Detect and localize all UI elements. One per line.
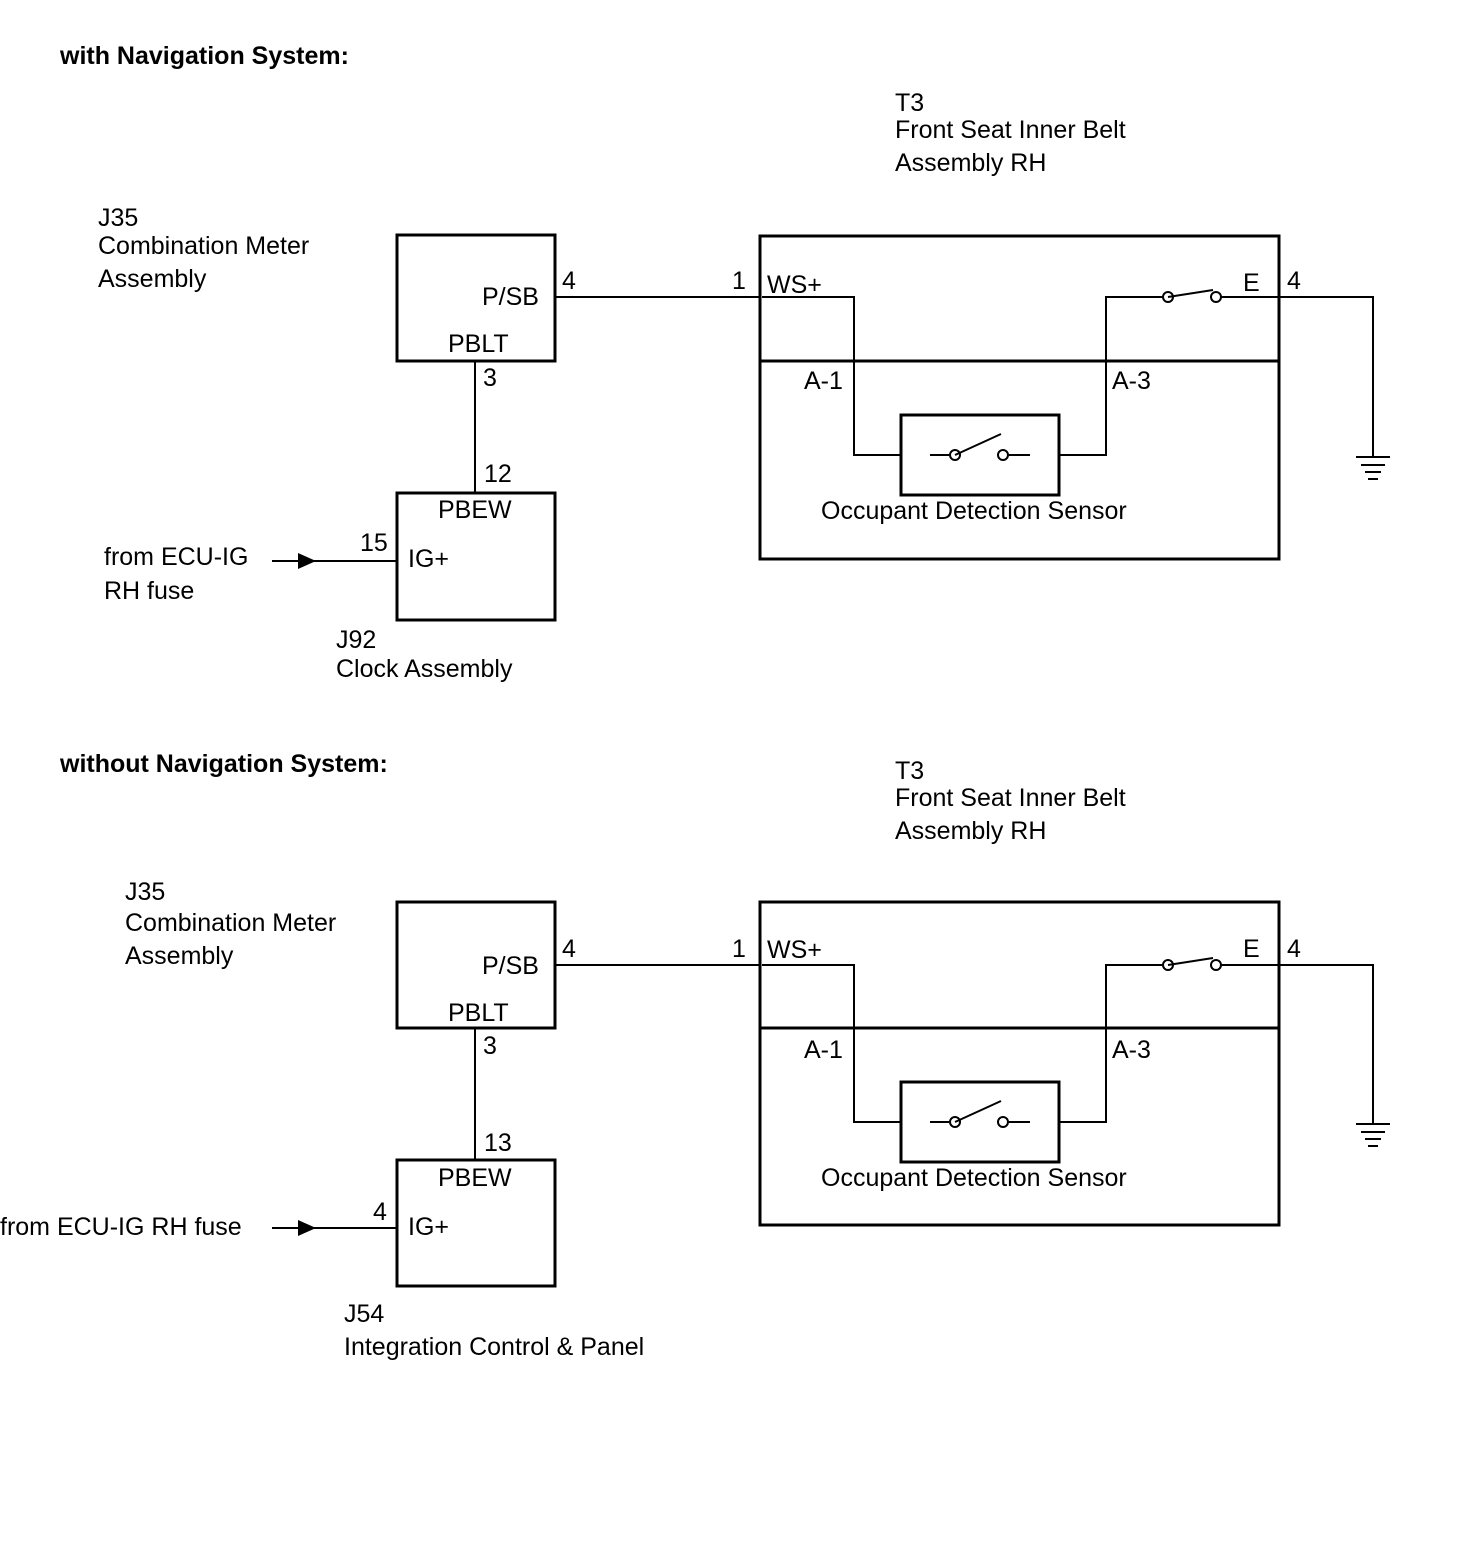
arrow-icon	[298, 1220, 316, 1236]
belt-pin-ws: WS+	[767, 271, 822, 299]
belt-pin-ws-number: 1	[732, 267, 746, 295]
meter-connector-id: J35	[125, 878, 165, 906]
meter-pin-pblt: PBLT	[448, 999, 509, 1027]
belt-connector-id: T3	[895, 757, 924, 785]
lower-name: Clock Assembly	[336, 655, 513, 683]
sensor-contact	[997, 1116, 1009, 1128]
buckle-switch-contact	[1210, 291, 1222, 303]
lower-connector-id: J54	[344, 1300, 384, 1328]
wire-sensor-switch	[1059, 964, 1163, 1123]
belt-box	[758, 900, 1281, 1227]
arrow-icon	[298, 553, 316, 569]
belt-pin-a3: A-3	[1112, 367, 1151, 395]
lower-name: Integration Control & Panel	[344, 1333, 644, 1361]
sensor-contact	[949, 1116, 961, 1128]
lower-pin-pbew-number: 13	[484, 1129, 512, 1157]
belt-pin-e: E	[1243, 269, 1260, 297]
section-with-navigation: with Navigation System: J35 Combination …	[59, 42, 1390, 683]
wire-e-ground	[1279, 296, 1374, 457]
meter-pin-psb-number: 4	[562, 935, 576, 963]
sensor-box	[899, 413, 1061, 497]
belt-connector-id: T3	[895, 89, 924, 117]
wire-ws-sensor	[762, 964, 901, 1123]
meter-pin-psb: P/SB	[482, 952, 539, 980]
source-label-line1: from ECU-IG	[104, 543, 248, 571]
lower-pin-ig-number: 4	[373, 1198, 387, 1226]
lower-connector-id: J92	[336, 626, 376, 654]
belt-name-line1: Front Seat Inner Belt	[895, 116, 1126, 144]
source-label-line2: RH fuse	[104, 577, 194, 605]
meter-name-line2: Assembly	[98, 265, 207, 293]
lower-box	[395, 1158, 557, 1288]
meter-box	[395, 233, 557, 363]
belt-name-line2: Assembly RH	[895, 817, 1046, 845]
belt-pin-ws-number: 1	[732, 935, 746, 963]
lower-pin-pbew: PBEW	[438, 1164, 512, 1192]
belt-pin-ws: WS+	[767, 936, 822, 964]
belt-name-line2: Assembly RH	[895, 149, 1046, 177]
sensor-switch-blade	[954, 433, 1002, 456]
sensor-label: Occupant Detection Sensor	[821, 497, 1127, 525]
meter-name-line1: Combination Meter	[98, 232, 309, 260]
lower-pin-pbew-number: 12	[484, 460, 512, 488]
meter-pin-psb-number: 4	[562, 267, 576, 295]
belt-pin-e-number: 4	[1287, 267, 1301, 295]
lower-pin-ig: IG+	[408, 1213, 449, 1241]
lower-pin-ig-number: 15	[360, 529, 388, 557]
buckle-switch-contact	[1210, 959, 1222, 971]
meter-name-line2: Assembly	[125, 942, 234, 970]
buckle-switch-blade	[1167, 289, 1214, 298]
source-label: from ECU-IG RH fuse	[0, 1213, 242, 1241]
meter-connector-id: J35	[98, 204, 138, 232]
section-without-navigation: without Navigation System: J35 Combinati…	[0, 750, 1390, 1361]
lower-pin-ig: IG+	[408, 545, 449, 573]
wire-e-ground	[1279, 964, 1374, 1124]
sensor-label: Occupant Detection Sensor	[821, 1164, 1127, 1192]
meter-pin-pblt-number: 3	[483, 1032, 497, 1060]
meter-pin-pblt: PBLT	[448, 330, 509, 358]
lower-pin-pbew: PBEW	[438, 496, 512, 524]
belt-name-line1: Front Seat Inner Belt	[895, 784, 1126, 812]
belt-pin-e-number: 4	[1287, 935, 1301, 963]
belt-box	[758, 234, 1281, 561]
ground-icon	[1356, 456, 1390, 480]
sensor-box	[899, 1080, 1061, 1164]
lower-box	[395, 491, 557, 622]
sensor-contact	[997, 449, 1009, 461]
buckle-switch-blade	[1167, 957, 1214, 966]
belt-pin-a3: A-3	[1112, 1036, 1151, 1064]
meter-pin-pblt-number: 3	[483, 364, 497, 392]
ground-icon	[1356, 1123, 1390, 1147]
wire-ws-sensor	[762, 296, 901, 456]
meter-pin-psb: P/SB	[482, 283, 539, 311]
meter-name-line1: Combination Meter	[125, 909, 336, 937]
belt-pin-a1: A-1	[804, 367, 843, 395]
belt-pin-e: E	[1243, 935, 1260, 963]
sensor-contact	[949, 449, 961, 461]
wire-sensor-switch	[1059, 296, 1163, 456]
sensor-switch-blade	[954, 1100, 1002, 1123]
section-heading: with Navigation System:	[59, 42, 349, 70]
meter-box	[395, 900, 557, 1030]
section-heading: without Navigation System:	[59, 750, 388, 778]
belt-pin-a1: A-1	[804, 1036, 843, 1064]
